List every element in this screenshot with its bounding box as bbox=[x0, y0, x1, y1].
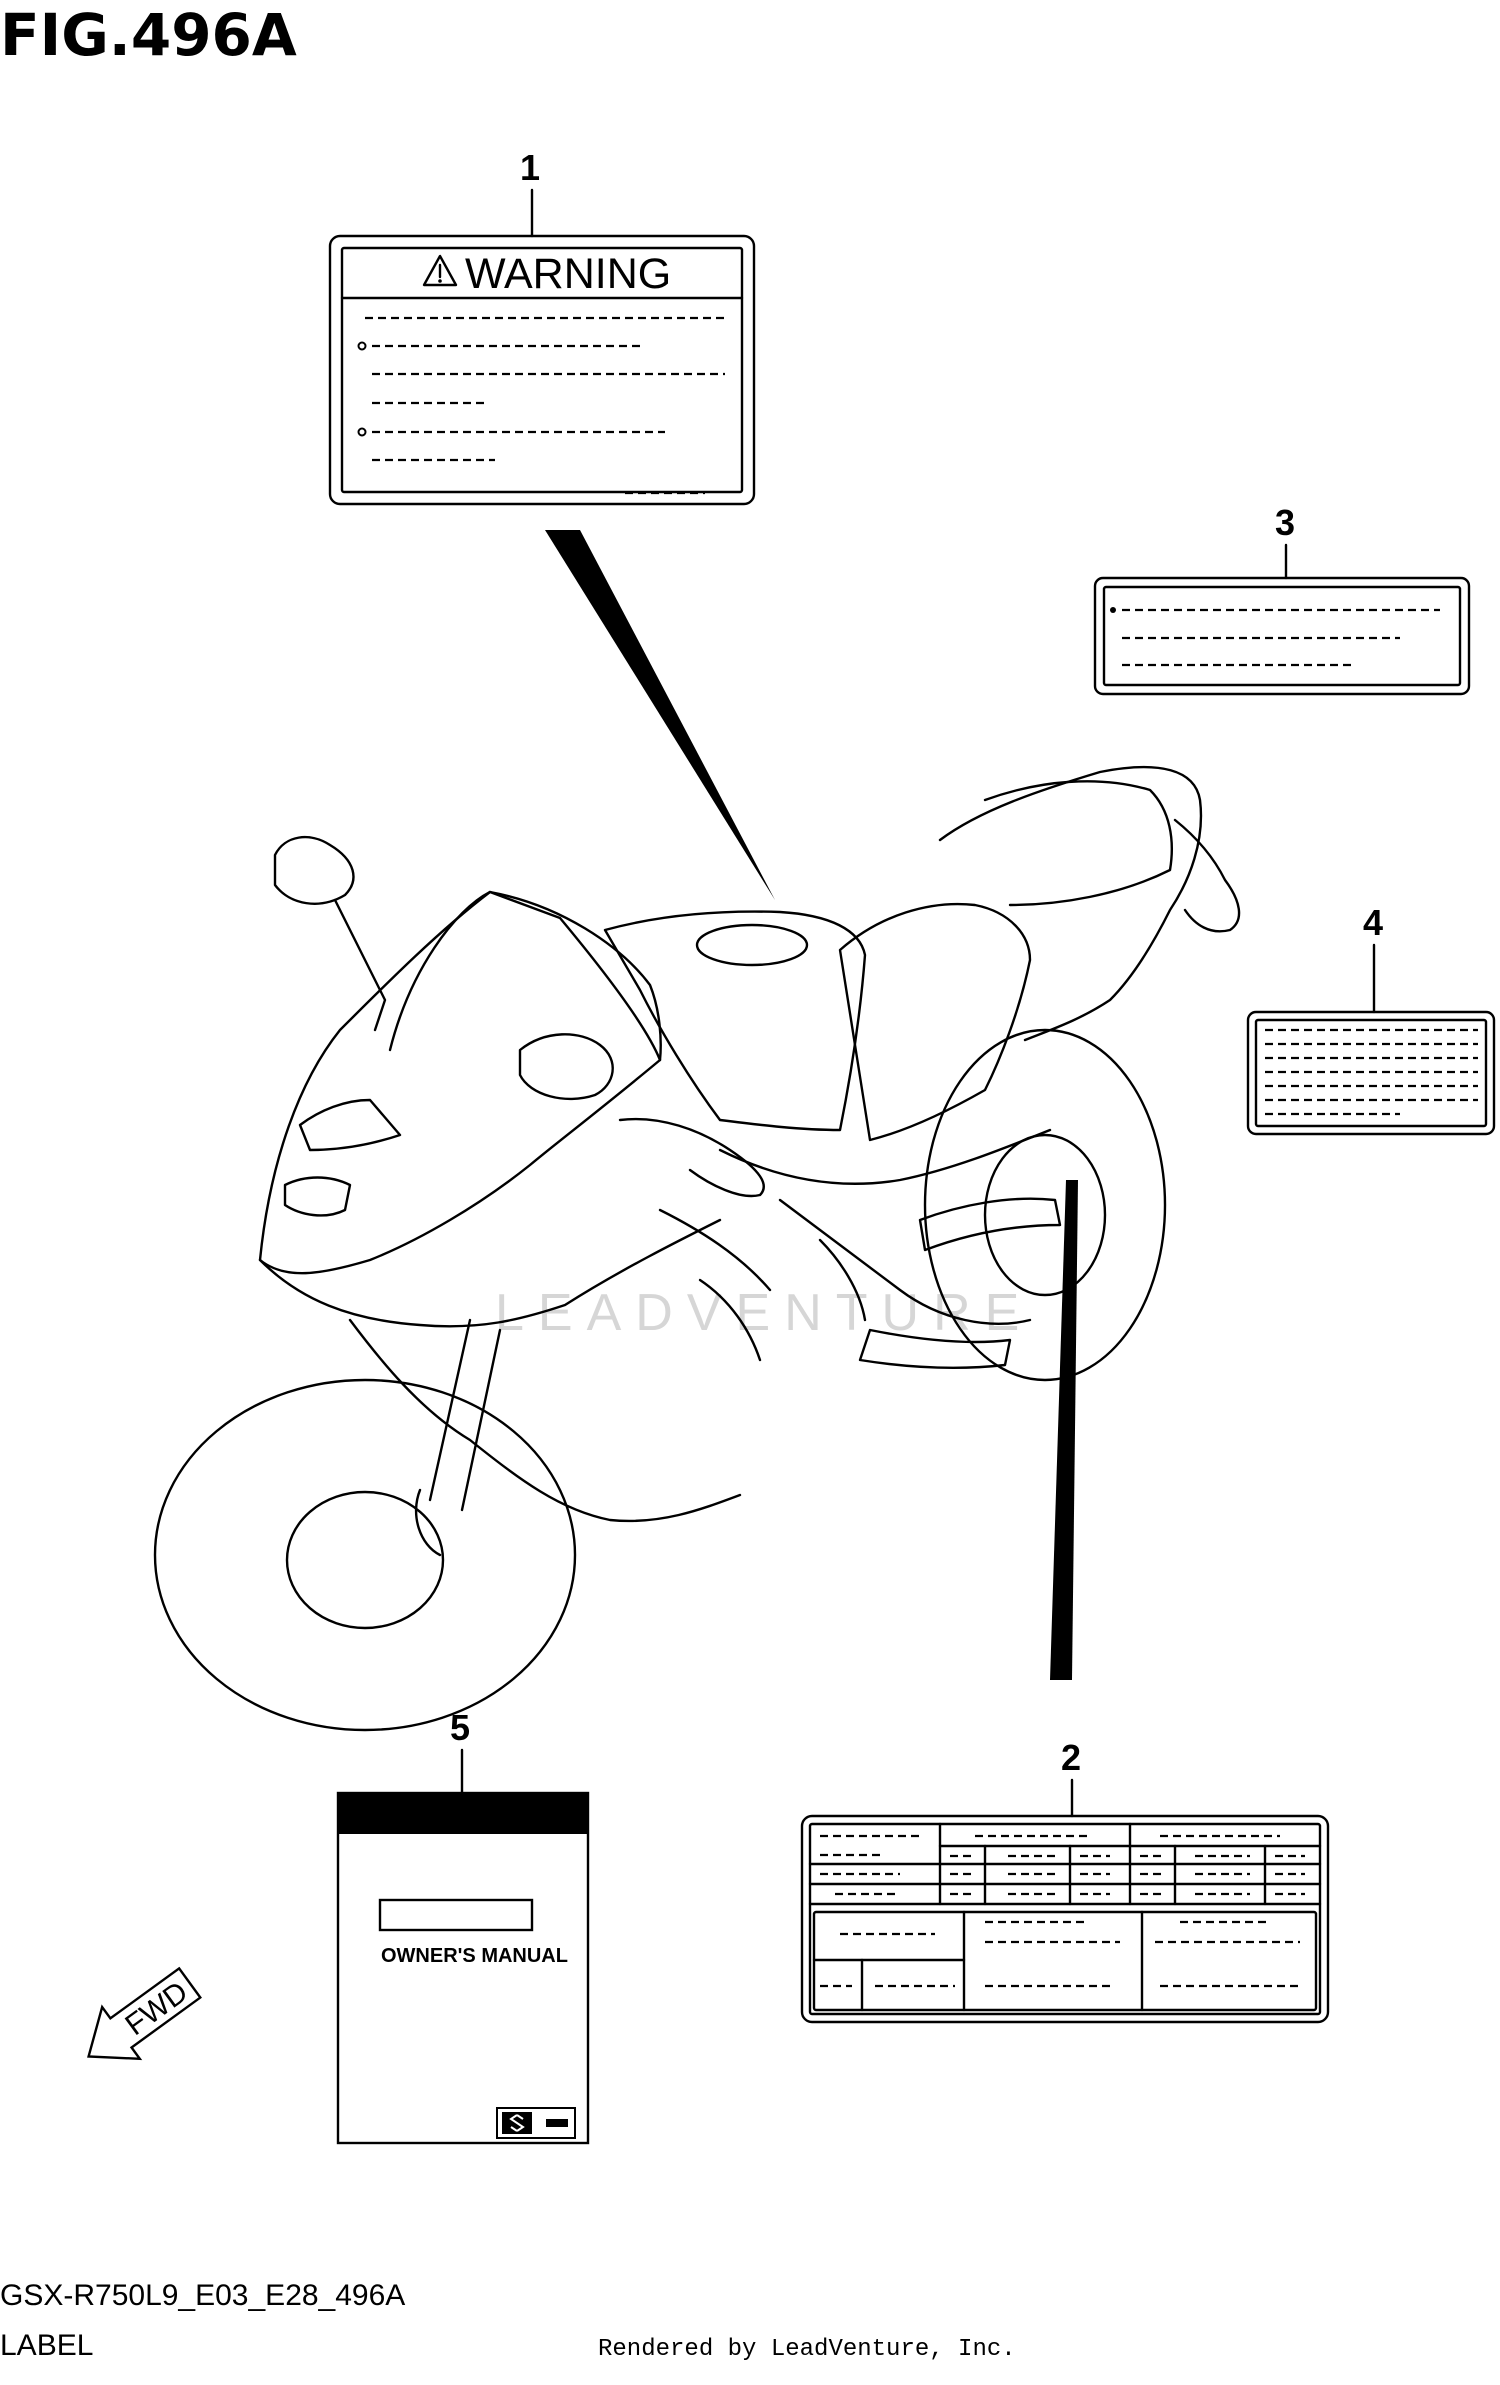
callout-1: 1 bbox=[520, 147, 540, 188]
figure-name: LABEL bbox=[0, 2329, 93, 2362]
render-credit: Rendered by LeadVenture, Inc. bbox=[598, 2336, 1016, 2363]
figure-code: GSX-R750L9_E03_E28_496A bbox=[0, 2279, 405, 2312]
part-2-label[interactable] bbox=[800, 1814, 1330, 2024]
suzuki-logo-icon bbox=[496, 2107, 576, 2139]
callout-4: 4 bbox=[1363, 902, 1383, 943]
part-4-label[interactable] bbox=[1246, 1010, 1496, 1136]
fwd-arrow-icon: FWD bbox=[87, 1966, 202, 2061]
motorcycle-illustration bbox=[153, 765, 1241, 1732]
leader-2 bbox=[1050, 1180, 1078, 1680]
callout-3: 3 bbox=[1275, 502, 1295, 543]
part-3-label[interactable] bbox=[1093, 576, 1471, 696]
manual-title: OWNER'S MANUAL bbox=[381, 1945, 568, 1967]
callout-2: 2 bbox=[1061, 1737, 1081, 1778]
warning-heading: WARNING bbox=[465, 250, 671, 298]
callout-5: 5 bbox=[450, 1707, 470, 1748]
figure-title: FIG.496A bbox=[0, 1, 297, 69]
warning-triangle-icon bbox=[422, 254, 458, 287]
part-5-owners-manual[interactable]: OWNER'S MANUAL bbox=[336, 1791, 590, 2145]
leader-1 bbox=[545, 530, 775, 900]
watermark: LEADVENTURE bbox=[495, 1284, 1033, 1342]
part-1-warning-label[interactable]: WARNING bbox=[328, 234, 756, 506]
